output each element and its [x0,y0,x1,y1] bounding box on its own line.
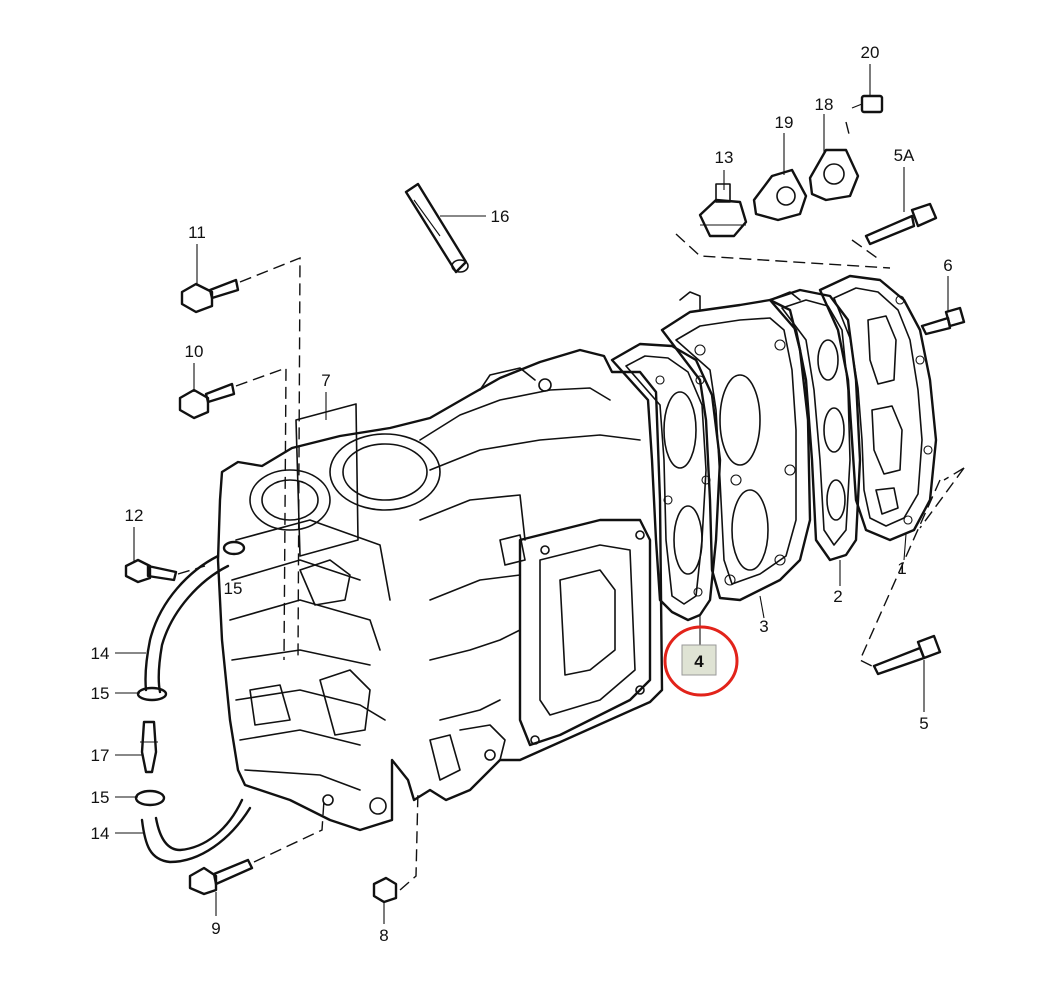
highlight-box [681,644,717,676]
rod-part-16 [404,182,469,274]
label-12: 12 [125,506,144,525]
cylinder-head-part-3 [660,291,812,602]
hose-part-14-lower [140,798,252,864]
gasket-part-4 [610,342,722,622]
label-16: 16 [491,207,510,226]
label-8: 8 [379,926,388,945]
label-4: 4 [694,652,704,671]
label-7: 7 [321,371,330,390]
bolt-part-12 [124,558,178,584]
clamp-part-15-b [134,789,166,807]
label-11: 11 [188,223,206,242]
label-3: 3 [759,617,768,636]
bolt-part-9 [188,858,254,896]
label-15-lower: 15 [91,788,110,807]
bolt-part-10 [178,382,236,420]
label-10: 10 [185,342,204,361]
label-20: 20 [861,43,880,62]
label-14-lower: 14 [91,824,110,843]
assembly-lines [177,121,965,891]
label-2: 2 [833,587,842,606]
label-13: 13 [715,148,734,167]
label-19: 19 [775,113,794,132]
plug-part-8 [372,876,398,904]
head-cover-part-1 [818,274,938,542]
label-14-upper: 14 [91,644,110,663]
hose-part-14-upper [144,554,230,694]
label-18: 18 [815,95,834,114]
thermostat-part-13 [698,183,748,238]
clamp-part-15-a [136,686,168,702]
label-9: 9 [211,919,220,938]
bolt-part-20 [851,94,884,114]
label-5a: 5A [894,146,915,165]
gasket-part-19 [752,168,808,222]
highlight-ring [663,625,739,697]
label-6: 6 [943,256,952,275]
label-1: 1 [897,559,906,578]
part-labels: 20 19 18 13 5A 16 11 6 10 7 12 1 15 2 3 … [91,43,953,945]
bolt-part-5a [864,202,938,246]
leader-lines [115,64,949,924]
joint-part-17 [140,720,158,774]
cover-part-18 [808,148,860,202]
highlight-part-4[interactable]: 4 [663,625,739,697]
bolt-part-6 [920,306,966,336]
bolt-part-5 [872,634,942,676]
label-17: 17 [91,746,110,765]
label-15-upper: 15 [224,579,243,598]
label-5: 5 [919,714,928,733]
cylinder-block [216,348,664,832]
bolt-part-11 [180,278,240,314]
clamp-part-15-c [222,540,246,556]
label-15-middle: 15 [91,684,110,703]
